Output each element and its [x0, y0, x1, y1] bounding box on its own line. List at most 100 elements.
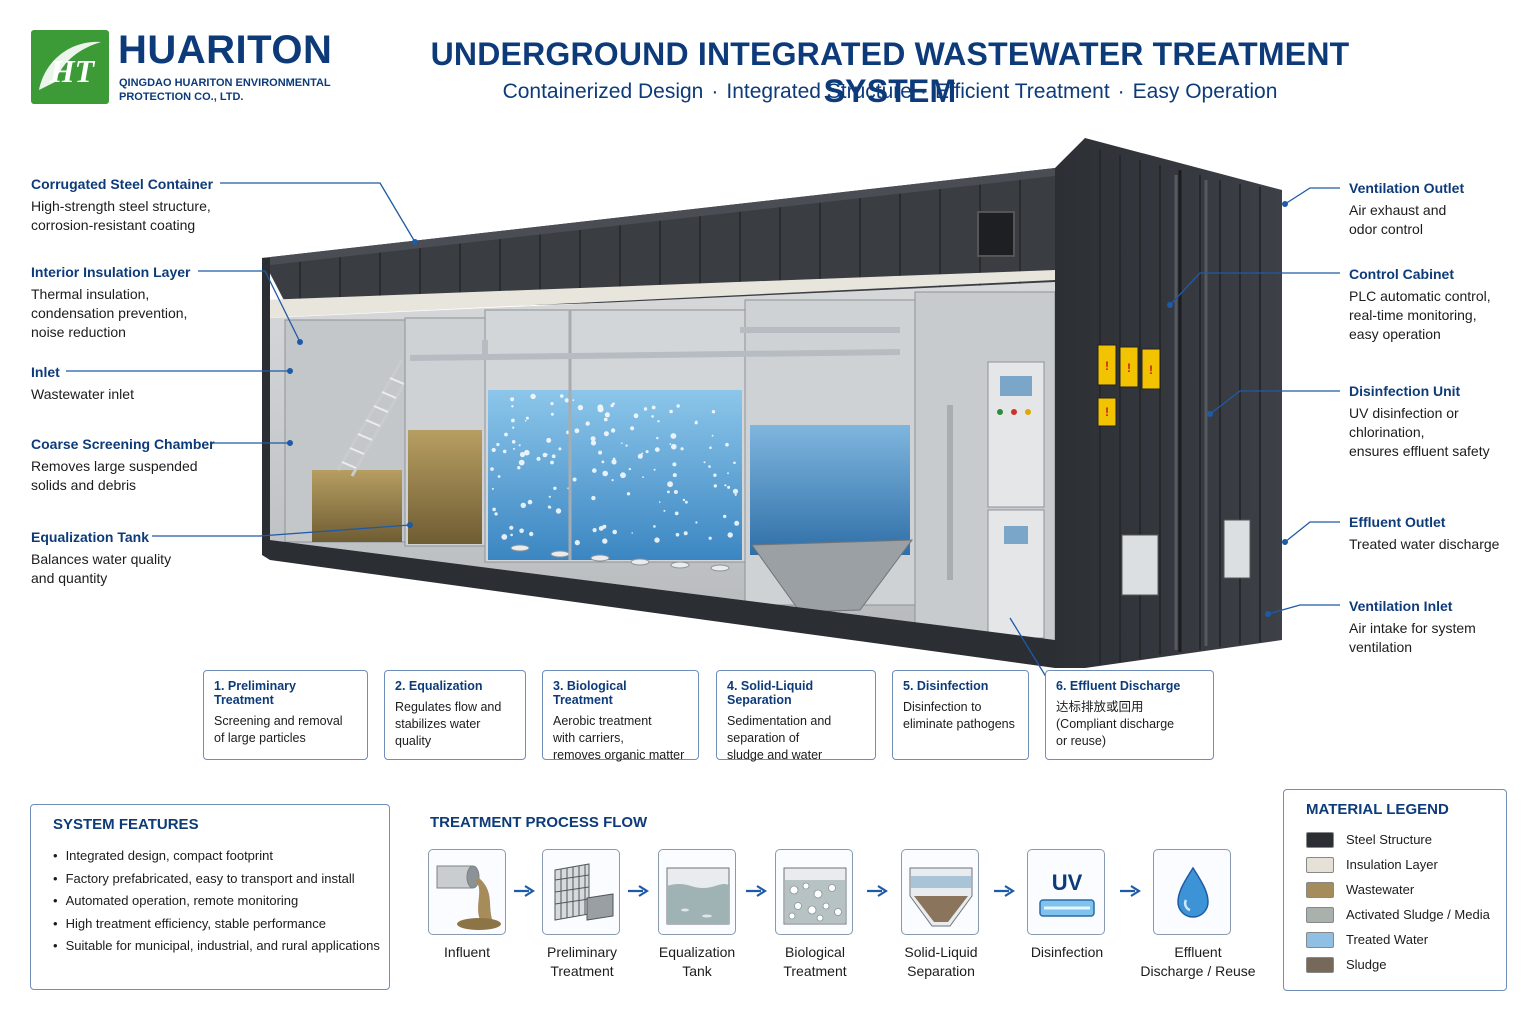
- feature-item: Automated operation, remote monitoring: [53, 890, 380, 913]
- aeration-bubble: [713, 484, 717, 488]
- roof-vent-grille: [977, 211, 1015, 257]
- aeration-bubble: [577, 404, 584, 411]
- flow-label-line: Preliminary: [546, 944, 617, 960]
- features-title: SYSTEM FEATURES: [53, 816, 199, 833]
- aeration-bubble: [546, 453, 548, 456]
- aeration-bubble: [637, 453, 643, 459]
- callout-title: Disinfection Unit: [1349, 383, 1461, 399]
- step-disinfection: 5. Disinfection Disinfection to eliminat…: [892, 670, 1029, 760]
- container-roof: [262, 168, 1055, 318]
- step-biological-treatment: 3. Biological Treatment Aerobic treatmen…: [542, 670, 699, 762]
- callout-title: Corrugated Steel Container: [31, 176, 214, 192]
- flow-label: Disinfection: [1006, 943, 1128, 962]
- aeration-bubble: [550, 412, 554, 416]
- aeration-bubble: [524, 419, 527, 422]
- aeration-bubble: [713, 473, 717, 477]
- callout-desc: noise reduction: [31, 324, 126, 340]
- aeration-bubble: [610, 428, 616, 433]
- aeration-bubble: [560, 394, 564, 398]
- feature-item: Suitable for municipal, industrial, and …: [53, 935, 380, 958]
- flow-label-line: Disinfection: [1030, 944, 1104, 960]
- aeration-bubble: [510, 397, 515, 402]
- flow-stage-influent: [428, 849, 506, 935]
- company-logo: HT: [31, 30, 109, 104]
- aeration-bubble: [724, 484, 727, 487]
- aeration-bubble: [633, 413, 639, 419]
- step-desc: with carriers,: [553, 731, 624, 745]
- flow-stage-solid-liquid-separation: [901, 849, 979, 935]
- system-features-panel: SYSTEM FEATURES Integrated design, compa…: [30, 804, 390, 990]
- aeration-bubble: [610, 404, 614, 408]
- aeration-bubble: [680, 447, 684, 451]
- step-desc: separation of: [727, 731, 800, 745]
- aeration-bubble: [604, 524, 607, 527]
- aeration-bubble: [675, 532, 680, 537]
- aeration-bubble: [517, 466, 521, 470]
- callout-desc: Wastewater inlet: [31, 386, 134, 402]
- aeration-bubble: [518, 459, 525, 466]
- flow-label: Effluent Discharge / Reuse: [1128, 943, 1268, 981]
- legend-swatch: [1306, 882, 1334, 898]
- aeration-bubble: [574, 428, 580, 434]
- aeration-bubble: [558, 447, 562, 451]
- brand-name: HUARITON: [118, 28, 333, 72]
- flow-stage-effluent-discharge: [1153, 849, 1231, 935]
- aeration-bubble: [658, 501, 661, 503]
- container-end-doors: ! ! ! !: [1055, 138, 1282, 668]
- logo-mark-icon: HT: [39, 41, 101, 90]
- step-desc: Sedimentation and: [727, 714, 832, 728]
- callout-desc: corrosion-resistant coating: [31, 217, 196, 233]
- uv-lamp-icon: UV: [1039, 870, 1095, 917]
- aeration-bubble: [530, 393, 536, 400]
- aeration-bubble: [708, 536, 712, 540]
- aeration-bubble: [550, 402, 554, 406]
- feature-item: Integrated design, compact footprint: [53, 845, 380, 868]
- step-desc: or reuse): [1056, 734, 1107, 748]
- page-subtitle: Containerized Design·Integrated Structur…: [380, 80, 1400, 104]
- hopper-tank-icon: [909, 867, 973, 927]
- aeration-bubble: [626, 492, 631, 496]
- aeration-bubble: [592, 468, 597, 473]
- callout-desc: and quantity: [31, 570, 108, 586]
- aeration-bubble: [625, 444, 628, 447]
- aeration-bubble: [492, 507, 496, 512]
- aeration-bubble: [734, 520, 740, 526]
- aeration-bubble: [651, 405, 656, 410]
- aeration-bubble: [711, 434, 714, 437]
- aeration-bubble: [703, 461, 706, 464]
- aeration-bubble: [676, 404, 680, 408]
- flow-label-line: Separation: [907, 963, 975, 979]
- step-title: 3. Biological Treatment: [553, 679, 627, 707]
- legend-label: Insulation Layer: [1346, 857, 1438, 872]
- process-flow-title: TREATMENT PROCESS FLOW: [430, 814, 648, 831]
- aeration-bubble: [670, 433, 677, 439]
- aeration-bubble: [519, 451, 526, 458]
- aeration-bubble: [667, 481, 673, 488]
- aeration-bubble: [674, 511, 679, 516]
- callout-effluent-outlet: Effluent Outlet Treated water discharge: [1349, 513, 1499, 554]
- step-title: 4. Solid-Liquid Separation: [727, 679, 814, 707]
- aeration-bubble: [727, 532, 733, 538]
- flow-label-line: Treatment: [550, 963, 614, 979]
- aeration-bubble: [511, 405, 514, 408]
- aeration-bubble: [511, 418, 515, 423]
- aeration-bubble: [574, 540, 580, 546]
- flow-label: Equalization Tank: [637, 943, 757, 981]
- aeration-bubble: [510, 533, 513, 537]
- step-desc: Disinfection to: [903, 700, 982, 714]
- pipework: [409, 327, 901, 361]
- flow-label-line: Influent: [444, 944, 490, 960]
- legend-label: Steel Structure: [1346, 832, 1432, 847]
- biological-tank: [484, 309, 746, 572]
- aeration-bubble: [685, 500, 688, 504]
- callout-desc: Treated water discharge: [1349, 536, 1500, 552]
- flow-label-line: Tank: [682, 963, 712, 979]
- step-solid-liquid-separation: 4. Solid-Liquid Separation Sedimentation…: [716, 670, 876, 762]
- step-desc: (Compliant discharge: [1056, 717, 1175, 731]
- subtitle-separator: ·: [711, 80, 719, 103]
- aeration-bubble: [598, 526, 604, 531]
- aeration-bubble: [734, 493, 737, 496]
- flow-arrow-icon: [514, 885, 535, 897]
- step-equalization: 2. Equalization Regulates flow and stabi…: [384, 670, 526, 760]
- callout-inlet: Inlet Wastewater inlet: [31, 363, 134, 404]
